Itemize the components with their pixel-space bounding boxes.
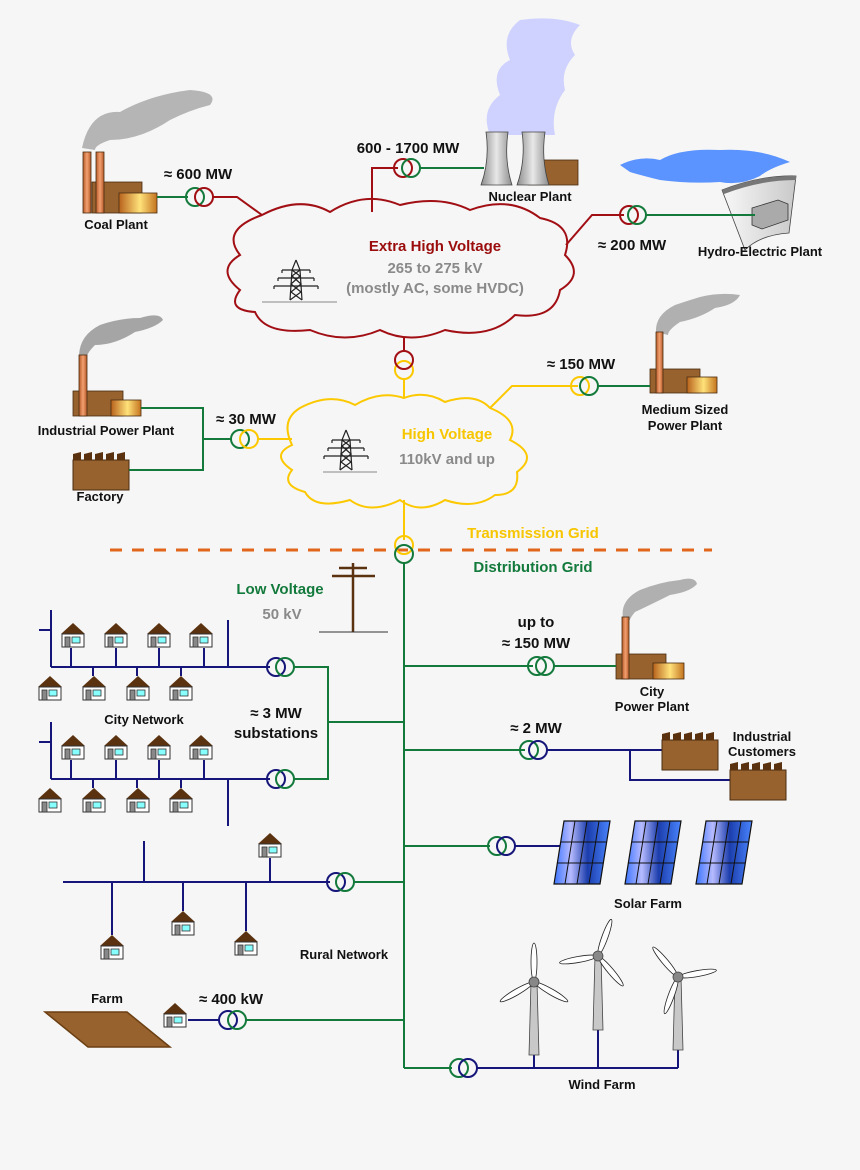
city-plant-label-1: City: [640, 684, 665, 699]
city-plant-capacity-2: ≈ 150 MW: [502, 635, 571, 652]
farm-label: Farm: [91, 991, 123, 1006]
city-plant-transformer-icon: [527, 656, 547, 676]
industrial-customer-1-icon: [661, 731, 719, 771]
industrial-capacity: ≈ 30 MW: [216, 411, 277, 428]
ehv-title: Extra High Voltage: [369, 238, 501, 255]
wind-turbine-2-icon: [556, 906, 645, 1031]
city-transformer-2-icon: [266, 769, 286, 789]
city-network: [39, 610, 270, 826]
industrial-customers-transformer-icon: [519, 740, 539, 760]
nuclear-plant-icon: [480, 18, 580, 186]
rural-network-label: Rural Network: [300, 947, 389, 962]
nuclear-plant-label: Nuclear Plant: [488, 189, 572, 204]
solar-panel-3-icon: [695, 820, 753, 885]
city-plant-label-2: Power Plant: [615, 699, 690, 714]
medium-power-plant-icon: [649, 293, 740, 394]
coal-plant-label: Coal Plant: [84, 217, 148, 232]
rural-house-icon: [257, 832, 283, 858]
utility-pole-icon: [332, 563, 375, 632]
city-substations-label: substations: [234, 725, 318, 742]
solar-panel-1-icon: [553, 820, 611, 885]
hv-range: 110kV and up: [399, 451, 495, 468]
medium-plant-label-2: Power Plant: [648, 418, 723, 433]
factory-icon: [72, 451, 130, 491]
city-capacity: ≈ 3 MW: [250, 705, 302, 722]
hydro-transformer-icon: [619, 205, 639, 225]
low-voltage-range: 50 kV: [262, 606, 301, 623]
hydro-plant-label: Hydro-Electric Plant: [698, 244, 823, 259]
factory-label: Factory: [77, 489, 125, 504]
rural-house-icon: [170, 910, 196, 936]
solar-panel-2-icon: [624, 820, 682, 885]
industrial-power-plant-icon: [72, 315, 163, 417]
ehv-hv-transformer-icon: [394, 350, 414, 370]
nuclear-transformer-icon: [393, 158, 413, 178]
city-plant-capacity-1: up to: [518, 614, 555, 631]
medium-plant-label-1: Medium Sized: [642, 402, 729, 417]
rural-house-icon: [99, 934, 125, 960]
city-power-plant-icon: [615, 578, 697, 680]
wind-turbine-3-icon: [625, 924, 720, 1051]
solar-transformer-icon: [487, 836, 507, 856]
solar-farm-label: Solar Farm: [614, 896, 682, 911]
distribution-grid-label: Distribution Grid: [473, 559, 592, 576]
farm-house-icon: [162, 1002, 188, 1028]
hydro-plant-capacity: ≈ 200 MW: [598, 237, 667, 254]
industrial-transformer-icon: [230, 429, 250, 449]
hydro-electric-plant-icon: [620, 149, 797, 251]
hv-title: High Voltage: [402, 426, 493, 443]
city-transformer-1-icon: [266, 657, 286, 677]
rural-house-icon: [233, 930, 259, 956]
medium-plant-capacity: ≈ 150 MW: [547, 356, 616, 373]
ehv-range: 265 to 275 kV: [387, 260, 482, 277]
industrial-customer-2-icon: [729, 761, 787, 801]
low-voltage-title: Low Voltage: [236, 581, 323, 598]
medium-transformer-icon: [570, 376, 590, 396]
coal-transformer-icon: [185, 187, 205, 207]
nuclear-plant-capacity: 600 - 1700 MW: [357, 140, 460, 157]
industrial-customers-label-1: Industrial: [733, 729, 792, 744]
extra-high-voltage-cloud: [226, 197, 575, 339]
industrial-customers-capacity: ≈ 2 MW: [510, 720, 562, 737]
wind-farm-label: Wind Farm: [568, 1077, 635, 1092]
transmission-grid-label: Transmission Grid: [467, 525, 599, 542]
industrial-customers-label-2: Customers: [728, 744, 796, 759]
high-voltage-cloud: [280, 393, 528, 509]
industrial-plant-label: Industrial Power Plant: [38, 423, 175, 438]
farm-capacity: ≈ 400 kW: [199, 991, 264, 1008]
coal-plant-capacity: ≈ 600 MW: [164, 166, 233, 183]
rural-network: [63, 841, 330, 935]
coal-plant-icon: [82, 90, 213, 214]
wind-turbine-1-icon: [498, 942, 570, 1056]
wind-transformer-icon: [449, 1058, 469, 1078]
city-network-label: City Network: [104, 712, 184, 727]
ehv-note: (mostly AC, some HVDC): [346, 280, 524, 297]
farm-field-icon: [42, 1011, 173, 1048]
farm-transformer-icon: [218, 1010, 238, 1030]
rural-transformer-icon: [326, 872, 346, 892]
